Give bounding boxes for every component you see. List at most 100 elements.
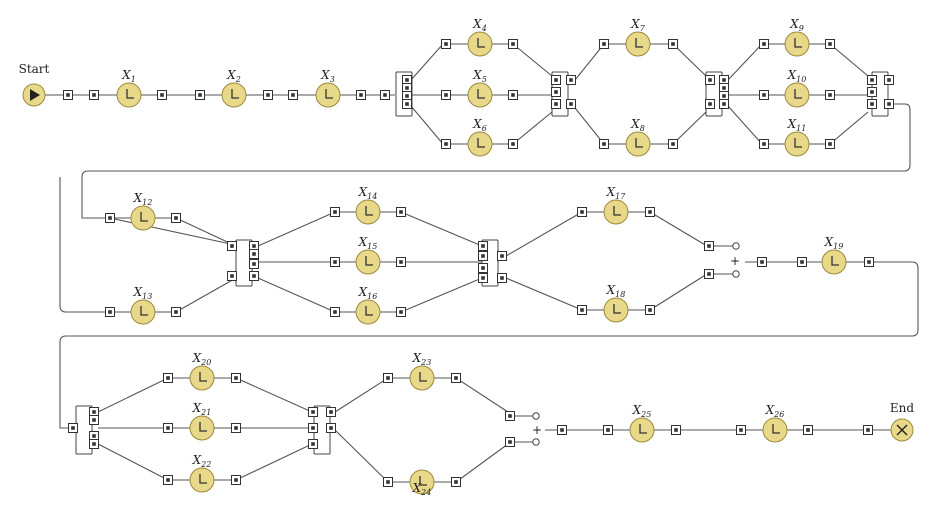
start-label: Start: [19, 62, 50, 76]
task-label-base: X: [358, 285, 368, 299]
port: [231, 475, 241, 485]
task-label-base: X: [472, 17, 482, 31]
task-x21[interactable]: [189, 415, 215, 441]
port: [227, 241, 237, 251]
clock-icon: [477, 89, 485, 99]
port: [551, 87, 561, 97]
port: [308, 439, 318, 449]
port: [736, 425, 746, 435]
task-x14[interactable]: [355, 199, 381, 225]
task-x1[interactable]: [116, 82, 142, 108]
connector: [505, 277, 583, 311]
task-x2[interactable]: [221, 82, 247, 108]
port: [249, 271, 259, 281]
port: [867, 75, 877, 85]
connector: [727, 105, 763, 145]
port: [577, 305, 587, 315]
task-x18[interactable]: [603, 297, 629, 323]
port: [478, 273, 488, 283]
port: [402, 99, 412, 109]
clock-icon: [613, 206, 621, 216]
clock-icon: [772, 424, 780, 434]
connector: [672, 43, 707, 77]
port: [396, 307, 406, 317]
connector: [235, 377, 313, 413]
task-label-sub: 14: [367, 192, 377, 201]
port: [497, 251, 507, 261]
task-x17[interactable]: [603, 199, 629, 225]
clock-icon: [635, 38, 643, 48]
task-label-sub: 17: [615, 192, 626, 201]
task-x13[interactable]: [130, 299, 156, 325]
task-label: X11: [787, 117, 807, 133]
task-x10[interactable]: [784, 82, 810, 108]
task-label: X23: [412, 351, 432, 367]
port: [330, 257, 340, 267]
task-label: X18: [606, 283, 626, 299]
port: [566, 99, 576, 109]
task-x25[interactable]: [629, 417, 655, 443]
connector: [512, 111, 553, 145]
task-x4[interactable]: [467, 31, 493, 57]
clock-icon: [419, 476, 427, 486]
port: [825, 139, 835, 149]
port: [441, 90, 451, 100]
end-label: End: [890, 401, 914, 415]
connector: [829, 43, 869, 77]
task-x26[interactable]: [762, 417, 788, 443]
connector: [455, 443, 509, 483]
connector: [649, 273, 708, 311]
connector: [512, 43, 553, 77]
port: [867, 87, 877, 97]
task-x5[interactable]: [467, 82, 493, 108]
port: [505, 437, 515, 447]
task-x16[interactable]: [355, 299, 381, 325]
task-x22[interactable]: [189, 467, 215, 493]
connector: [257, 277, 336, 313]
start-node[interactable]: [22, 83, 46, 107]
connector: [649, 211, 708, 247]
task-x23[interactable]: [409, 365, 435, 391]
task-label-sub: 22: [200, 460, 211, 469]
connector: [672, 111, 707, 145]
port: [383, 373, 393, 383]
task-label-base: X: [606, 283, 616, 297]
task-label-sub: 15: [367, 242, 377, 251]
port: [163, 423, 173, 433]
clock-icon: [613, 304, 621, 314]
port: [884, 75, 894, 85]
connector: [727, 43, 763, 81]
task-x15[interactable]: [355, 249, 381, 275]
port: [551, 75, 561, 85]
task-label: X20: [192, 351, 212, 367]
task-x20[interactable]: [189, 365, 215, 391]
join-port: [732, 270, 740, 278]
task-x3[interactable]: [315, 82, 341, 108]
task-x8[interactable]: [625, 131, 651, 157]
task-x6[interactable]: [467, 131, 493, 157]
task-x24[interactable]: [409, 469, 435, 495]
port: [326, 407, 336, 417]
task-x9[interactable]: [784, 31, 810, 57]
join-port: [532, 412, 540, 420]
clock-icon: [365, 256, 373, 266]
join-port: [732, 242, 740, 250]
task-label-sub: 18: [615, 290, 625, 299]
port: [705, 99, 715, 109]
end-node[interactable]: [890, 418, 914, 442]
port: [864, 257, 874, 267]
ports: [63, 39, 894, 487]
task-label: X5: [472, 68, 487, 84]
join-symbol-2: +: [532, 423, 542, 437]
connector: [334, 377, 389, 413]
clock-icon: [231, 89, 239, 99]
port: [288, 90, 298, 100]
task-x19[interactable]: [821, 249, 847, 275]
task-label-sub: 10: [796, 75, 806, 84]
port: [249, 259, 259, 269]
port: [705, 75, 715, 85]
port: [557, 425, 567, 435]
task-x11[interactable]: [784, 131, 810, 157]
task-x12[interactable]: [130, 205, 156, 231]
task-x7[interactable]: [625, 31, 651, 57]
